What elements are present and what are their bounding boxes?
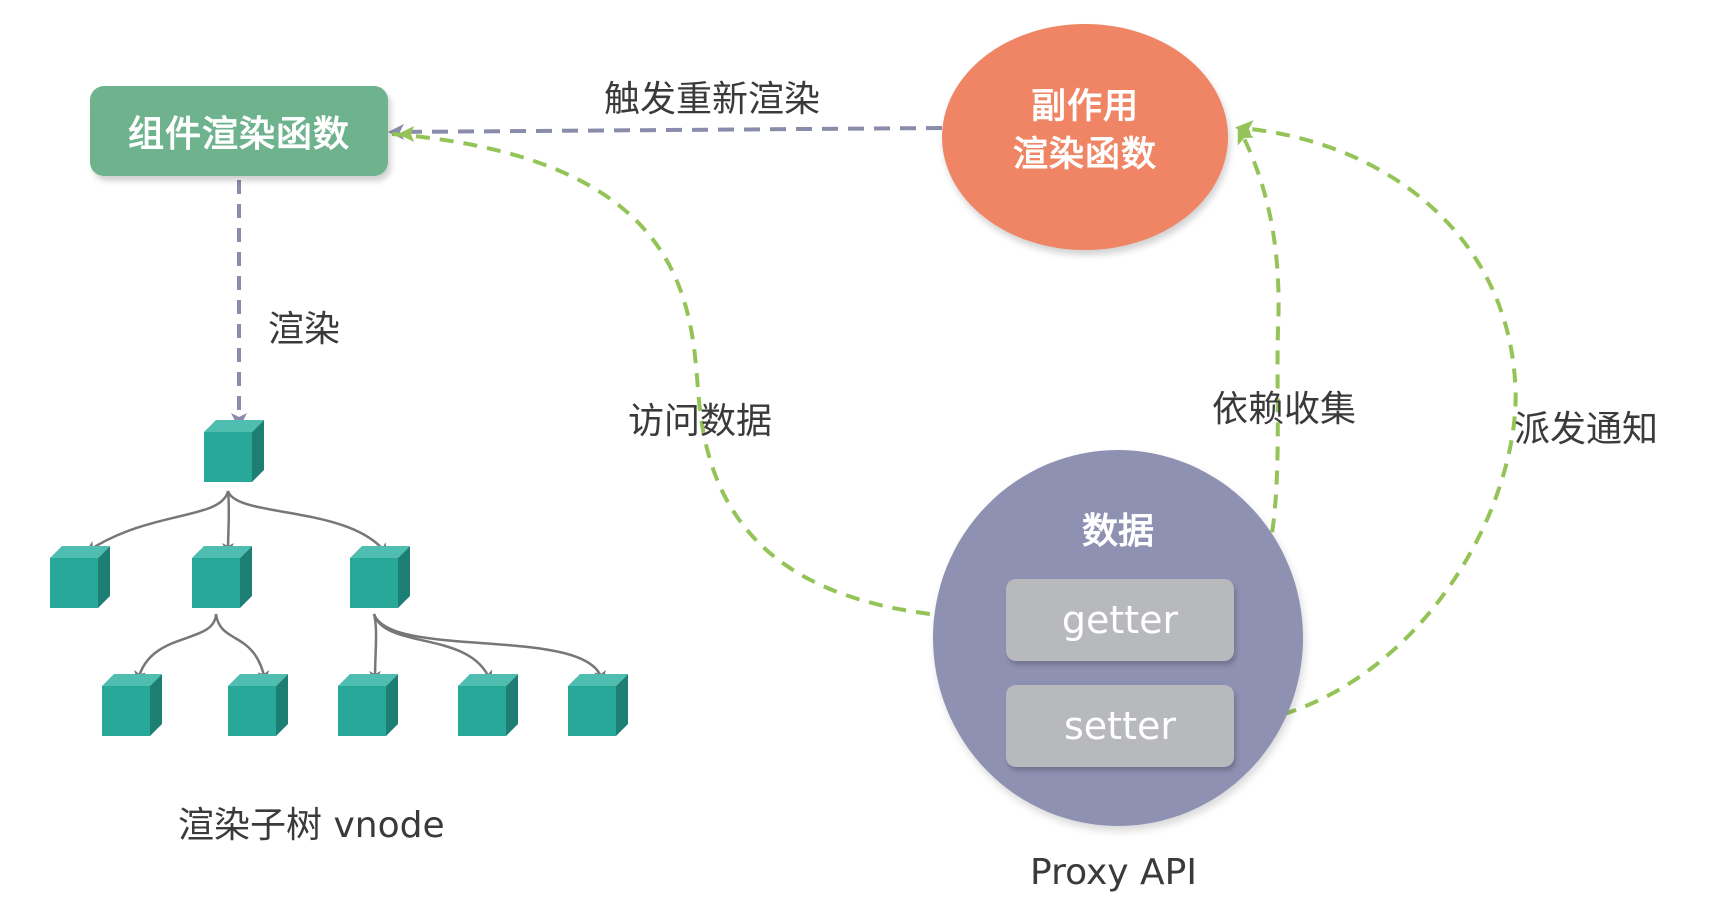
tree-edge — [372, 613, 493, 683]
tree-edge — [85, 490, 230, 553]
getter-box: getter — [1006, 579, 1234, 661]
render-subtree-caption: 渲染子树 vnode — [178, 805, 445, 846]
dependency-collection-label: 依赖收集 — [1212, 389, 1357, 430]
retrigger-render-label: 触发重新渲染 — [604, 79, 821, 120]
component-render-function-label: 组件渲染函数 — [127, 114, 350, 155]
tree-edge — [134, 613, 218, 683]
proxy-api-caption: Proxy API — [1030, 852, 1198, 893]
component-render-function-box: 组件渲染函数 — [90, 86, 388, 176]
render-label: 渲染 — [268, 309, 341, 350]
vnode-cube — [228, 674, 288, 736]
vnode-cube — [458, 674, 518, 736]
side-effect-label-line2: 渲染函数 — [1012, 135, 1157, 175]
vnode-cubes — [50, 420, 628, 736]
access-data-arrowhead-start — [398, 126, 414, 142]
notify-label: 派发通知 — [1514, 409, 1659, 450]
tree-edge — [372, 613, 606, 683]
vnode-cube — [50, 546, 110, 608]
vnode-cube — [350, 546, 410, 608]
vnode-tree-edges — [85, 490, 606, 683]
access-data-label: 访问数据 — [628, 401, 773, 442]
vnode-cube — [192, 546, 252, 608]
vnode-cube — [568, 674, 628, 736]
dependency-collection-arrow — [1234, 125, 1281, 621]
notify-arrow — [1235, 120, 1518, 727]
setter-box: setter — [1006, 685, 1234, 767]
vnode-cube — [102, 674, 162, 736]
tree-edge — [226, 490, 388, 556]
access-data-arrow — [391, 132, 1007, 628]
vnode-cube — [338, 674, 398, 736]
side-effect-label-line1: 副作用 — [1030, 87, 1139, 127]
side-effect-render-function: 副作用 渲染函数 — [942, 24, 1228, 250]
vnode-cube — [204, 420, 264, 482]
tree-edge — [214, 613, 270, 683]
tree-edge — [369, 613, 382, 683]
retrigger-render-arrow — [388, 123, 943, 140]
data-title: 数据 — [1081, 511, 1154, 552]
tree-edge — [222, 490, 235, 555]
